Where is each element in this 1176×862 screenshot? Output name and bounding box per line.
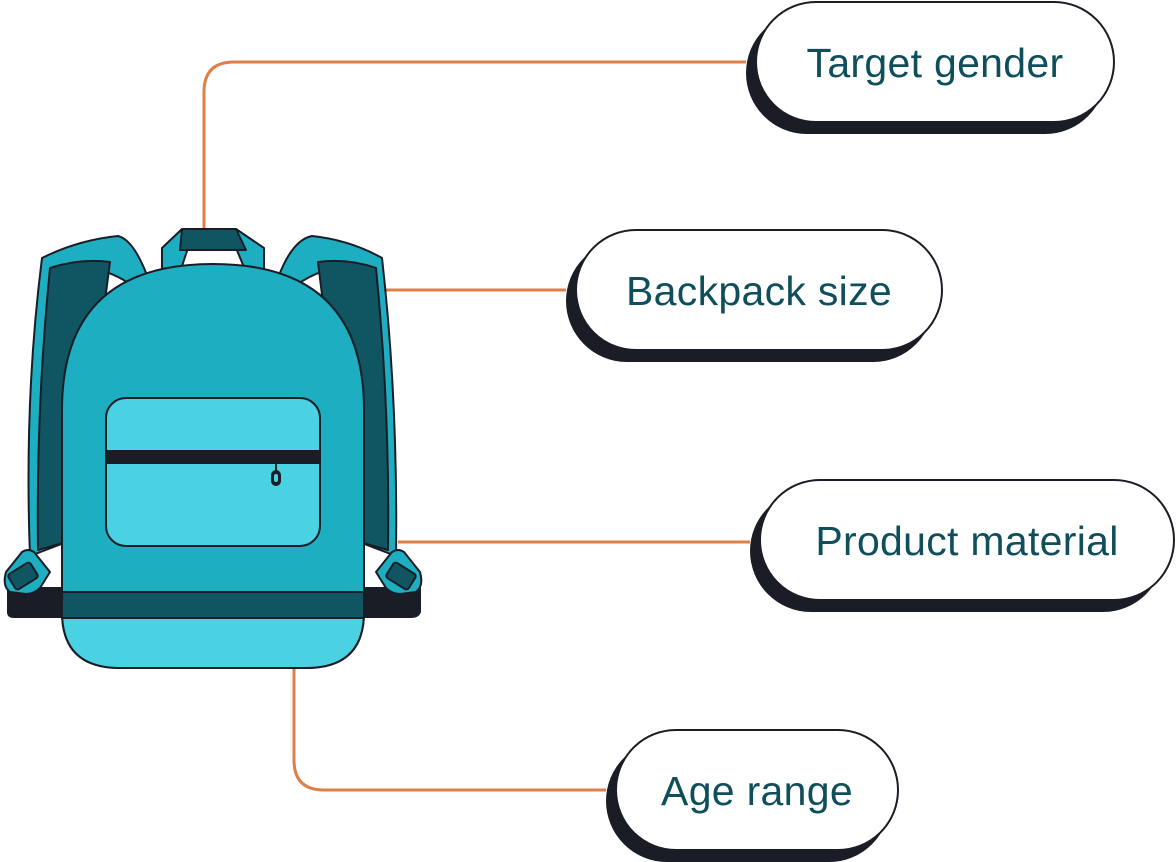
- label-pill: [615, 729, 899, 851]
- label-age-range: Age range: [606, 729, 899, 862]
- pocket-zipper: [106, 450, 320, 464]
- connector-target-gender: [202, 60, 746, 232]
- label-text: Backpack size: [626, 268, 892, 314]
- label-text: Target gender: [807, 40, 1064, 86]
- left-buckle: [3, 549, 51, 595]
- label-pill: [575, 229, 943, 351]
- top-handle-dark: [179, 228, 247, 251]
- label-text: Product material: [815, 518, 1118, 564]
- backpack-icon: [3, 228, 423, 669]
- label-text: Age range: [661, 768, 853, 814]
- right-buckle: [375, 549, 423, 595]
- front-pocket: [105, 397, 321, 547]
- label-pill: [755, 1, 1115, 123]
- zipper-pull-icon: [271, 464, 281, 486]
- label-backpack-size: Backpack size: [566, 229, 943, 362]
- backpack-bottom: [61, 611, 365, 669]
- label-product-material: Product material: [750, 479, 1175, 612]
- label-pill: [759, 479, 1175, 601]
- backpack-band: [61, 591, 365, 619]
- label-target-gender: Target gender: [746, 1, 1115, 134]
- connector-age-range: [292, 668, 606, 792]
- connectors: [202, 60, 750, 792]
